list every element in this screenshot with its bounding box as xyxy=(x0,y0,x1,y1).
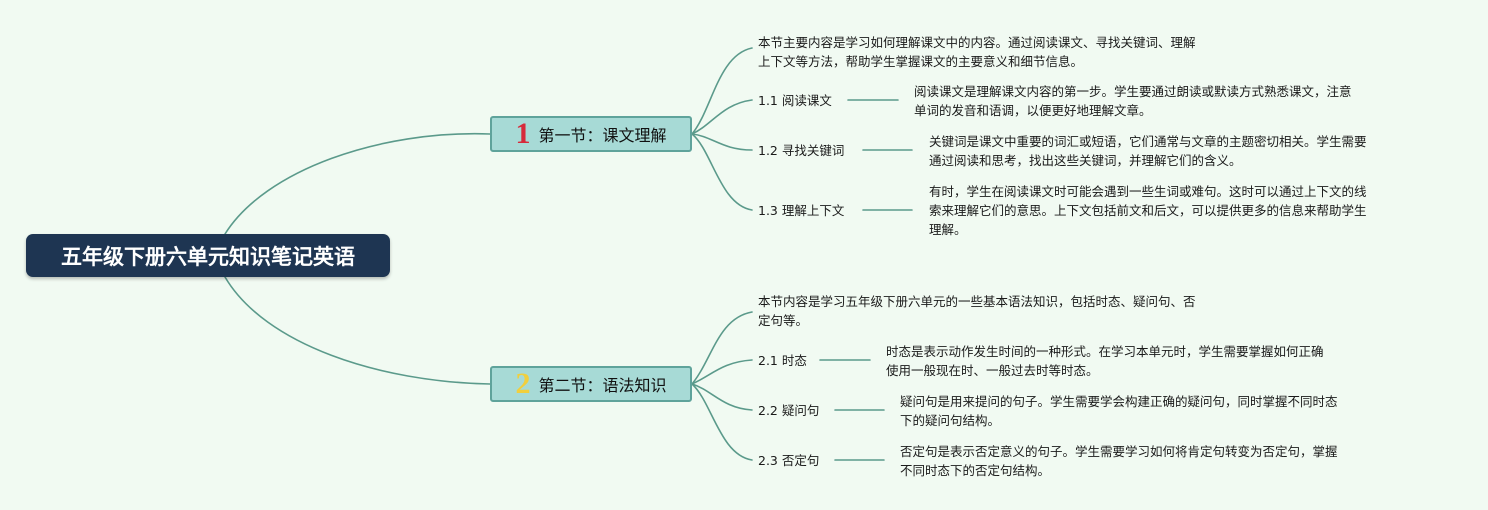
section-2-to-item-1-link xyxy=(691,359,753,385)
section-1-number-icon: 1 xyxy=(515,117,531,150)
root-title: 五年级下册六单元知识笔记英语 xyxy=(61,244,355,269)
section-1-to-item-1-link xyxy=(691,99,753,135)
item-2-1-detail[interactable]: 时态是表示动作发生时间的一种形式。在学习本单元时，学生需要掌握如何正确 使用一般… xyxy=(886,344,1324,378)
item-1-3-label[interactable]: 1.3 理解上下文 xyxy=(758,203,845,218)
root-topic[interactable]: 五年级下册六单元知识笔记英语 xyxy=(26,234,390,277)
root-to-section-1-link xyxy=(224,132,491,235)
section-2-number-icon: 2 xyxy=(515,367,531,400)
section-2-to-intro-link xyxy=(691,311,753,385)
item-2-1-label[interactable]: 2.1 时态 xyxy=(758,353,807,368)
section-1-to-item-3-link xyxy=(691,133,753,211)
section-1-to-intro-link xyxy=(691,47,753,135)
section-1-to-item-2-link xyxy=(691,133,753,151)
item-2-2-label[interactable]: 2.2 疑问句 xyxy=(758,403,820,418)
item-1-3-detail[interactable]: 有时，学生在阅读课文时可能会遇到一些生词或难句。这时可以通过上下文的线 索来理解… xyxy=(929,184,1367,237)
item-1-2-label[interactable]: 1.2 寻找关键词 xyxy=(758,143,845,158)
section-2-intro[interactable]: 本节内容是学习五年级下册六单元的一些基本语法知识，包括时态、疑问句、否 定句等。 xyxy=(758,294,1196,328)
item-2-3-detail[interactable]: 否定句是表示否定意义的句子。学生需要学习如何将肯定句转变为否定句，掌握 不同时态… xyxy=(900,444,1338,478)
section-2-title: 第二节：语法知识 xyxy=(538,376,667,395)
item-2-3-label[interactable]: 2.3 否定句 xyxy=(758,453,820,468)
item-1-1-label[interactable]: 1.1 阅读课文 xyxy=(758,93,832,108)
section-2-topic[interactable]: 2 第二节：语法知识 xyxy=(490,366,692,402)
item-2-2-detail[interactable]: 疑问句是用来提问的句子。学生需要学会构建正确的疑问句，同时掌握不同时态 下的疑问… xyxy=(900,394,1338,428)
section-2-to-item-3-link xyxy=(691,383,753,461)
section-1-title: 第一节：课文理解 xyxy=(538,126,667,145)
section-2-to-item-2-link xyxy=(691,383,753,411)
item-1-2-detail[interactable]: 关键词是课文中重要的词汇或短语，它们通常与文章的主题密切相关。学生需要 通过阅读… xyxy=(929,134,1367,168)
item-1-1-detail[interactable]: 阅读课文是理解课文内容的第一步。学生要通过朗读或默读方式熟悉课文，注意 单词的发… xyxy=(914,84,1352,118)
section-1-topic[interactable]: 1 第一节：课文理解 xyxy=(490,116,692,152)
root-to-section-2-link xyxy=(224,276,491,385)
section-1-intro[interactable]: 本节主要内容是学习如何理解课文中的内容。通过阅读课文、寻找关键词、理解 上下文等… xyxy=(758,35,1196,69)
